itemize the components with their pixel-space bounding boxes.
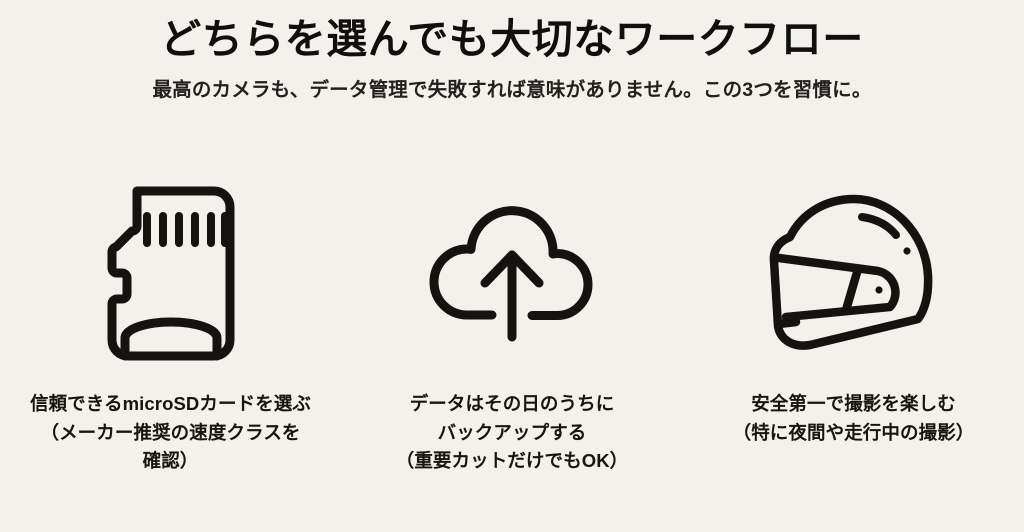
page-title: どちらを選んでも大切なワークフロー [160,16,864,62]
workflow-item-2-caption: データはその日のうちに バックアップする （重要カットだけでもOK） [395,393,629,472]
workflow-item-2: データはその日のうちに バックアップする （重要カットだけでもOK） [342,178,683,476]
helmet-icon [759,178,949,368]
workflow-columns: 信頼できるmicroSDカードを選ぶ （メーカー推奨の速度クラスを 確認） デー… [0,178,1024,476]
workflow-item-3: 安全第一で撮影を楽しむ （特に夜間や走行中の撮影） [683,178,1024,447]
page-subtitle: 最高のカメラも、データ管理で失敗すれば意味がありません。この3つを習慣に。 [152,79,872,102]
microsd-card-icon [96,178,246,368]
workflow-item-3-caption: 安全第一で撮影を楽しむ （特に夜間や走行中の撮影） [732,393,975,443]
cloud-upload-icon [417,178,607,368]
workflow-item-1: 信頼できるmicroSDカードを選ぶ （メーカー推奨の速度クラスを 確認） [0,178,341,476]
workflow-item-1-caption: 信頼できるmicroSDカードを選ぶ （メーカー推奨の速度クラスを 確認） [29,393,311,472]
